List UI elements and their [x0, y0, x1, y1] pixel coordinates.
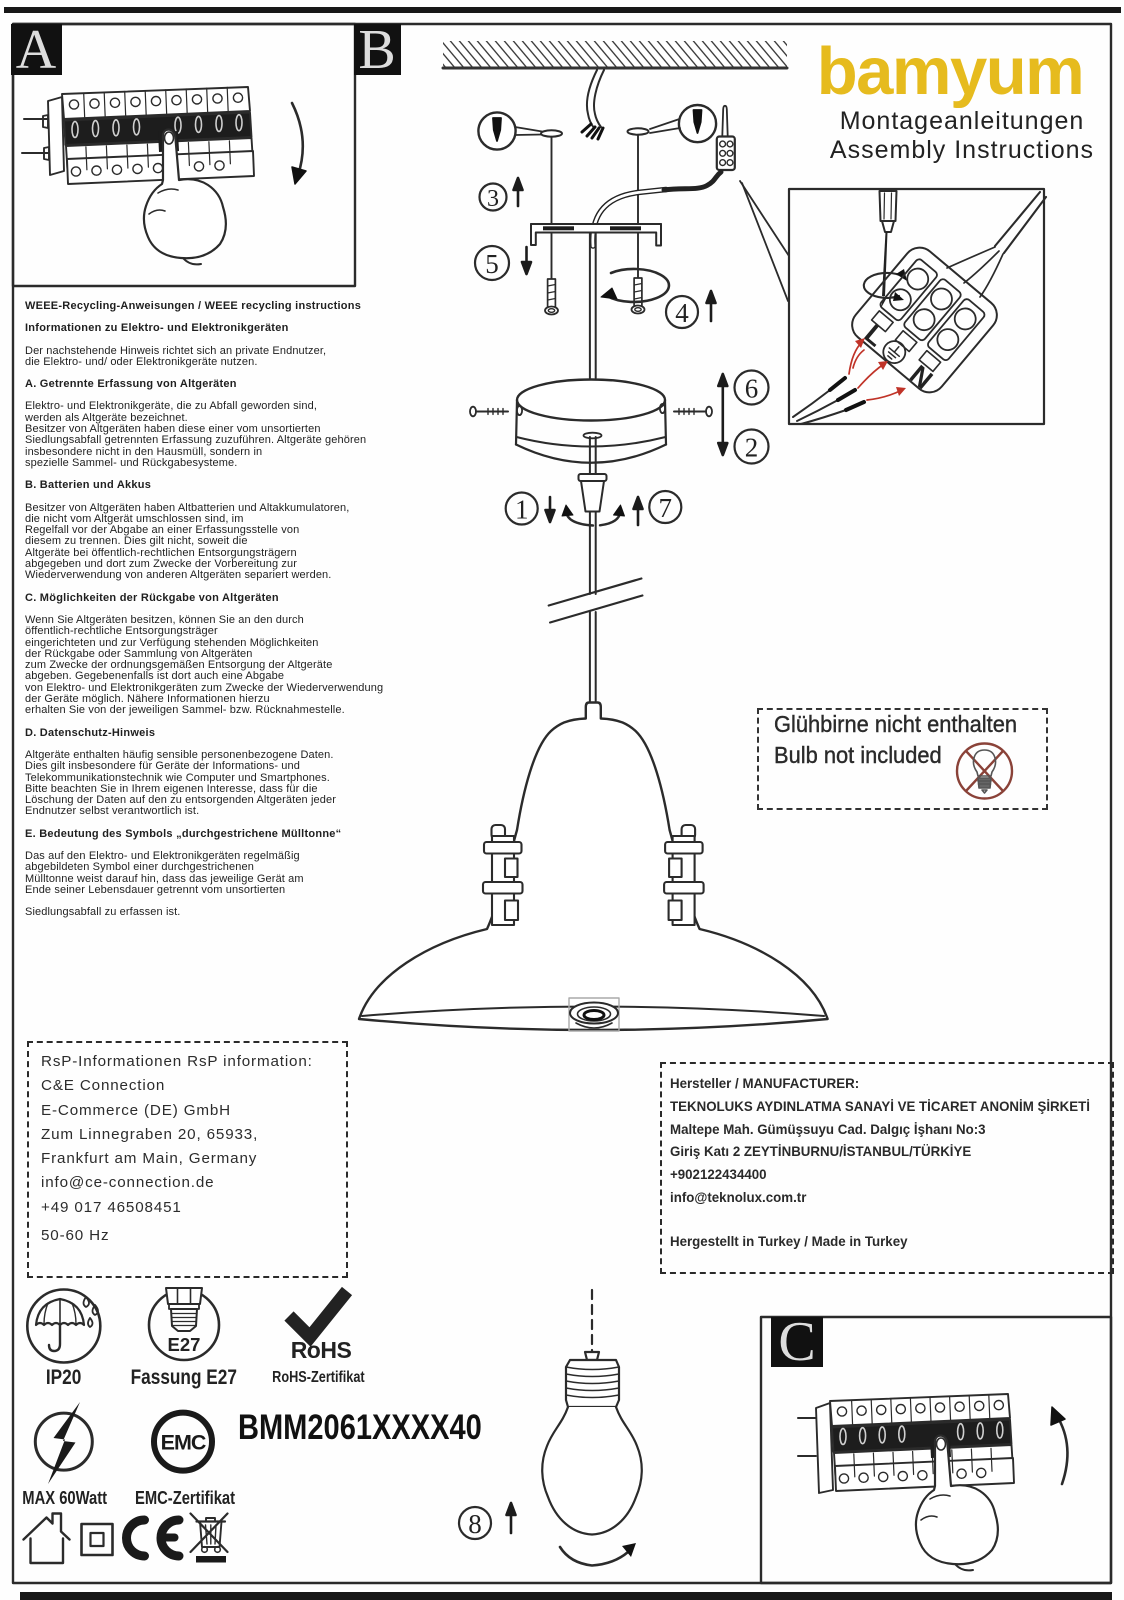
svg-text:3: 3: [487, 186, 499, 212]
svg-text:A: A: [16, 19, 57, 81]
svg-text:B: B: [358, 19, 395, 81]
svg-text:4: 4: [675, 298, 689, 328]
svg-text:E27: E27: [168, 1334, 201, 1355]
svg-text:C: C: [778, 1311, 815, 1373]
svg-text:N: N: [904, 359, 938, 395]
svg-text:6: 6: [745, 374, 759, 404]
svg-text:2: 2: [745, 433, 759, 463]
svg-text:7: 7: [659, 493, 673, 523]
svg-text:1: 1: [515, 495, 529, 525]
svg-text:8: 8: [468, 1509, 482, 1539]
svg-text:L: L: [859, 319, 891, 353]
svg-text:EMC: EMC: [161, 1431, 206, 1455]
svg-text:5: 5: [485, 249, 499, 279]
